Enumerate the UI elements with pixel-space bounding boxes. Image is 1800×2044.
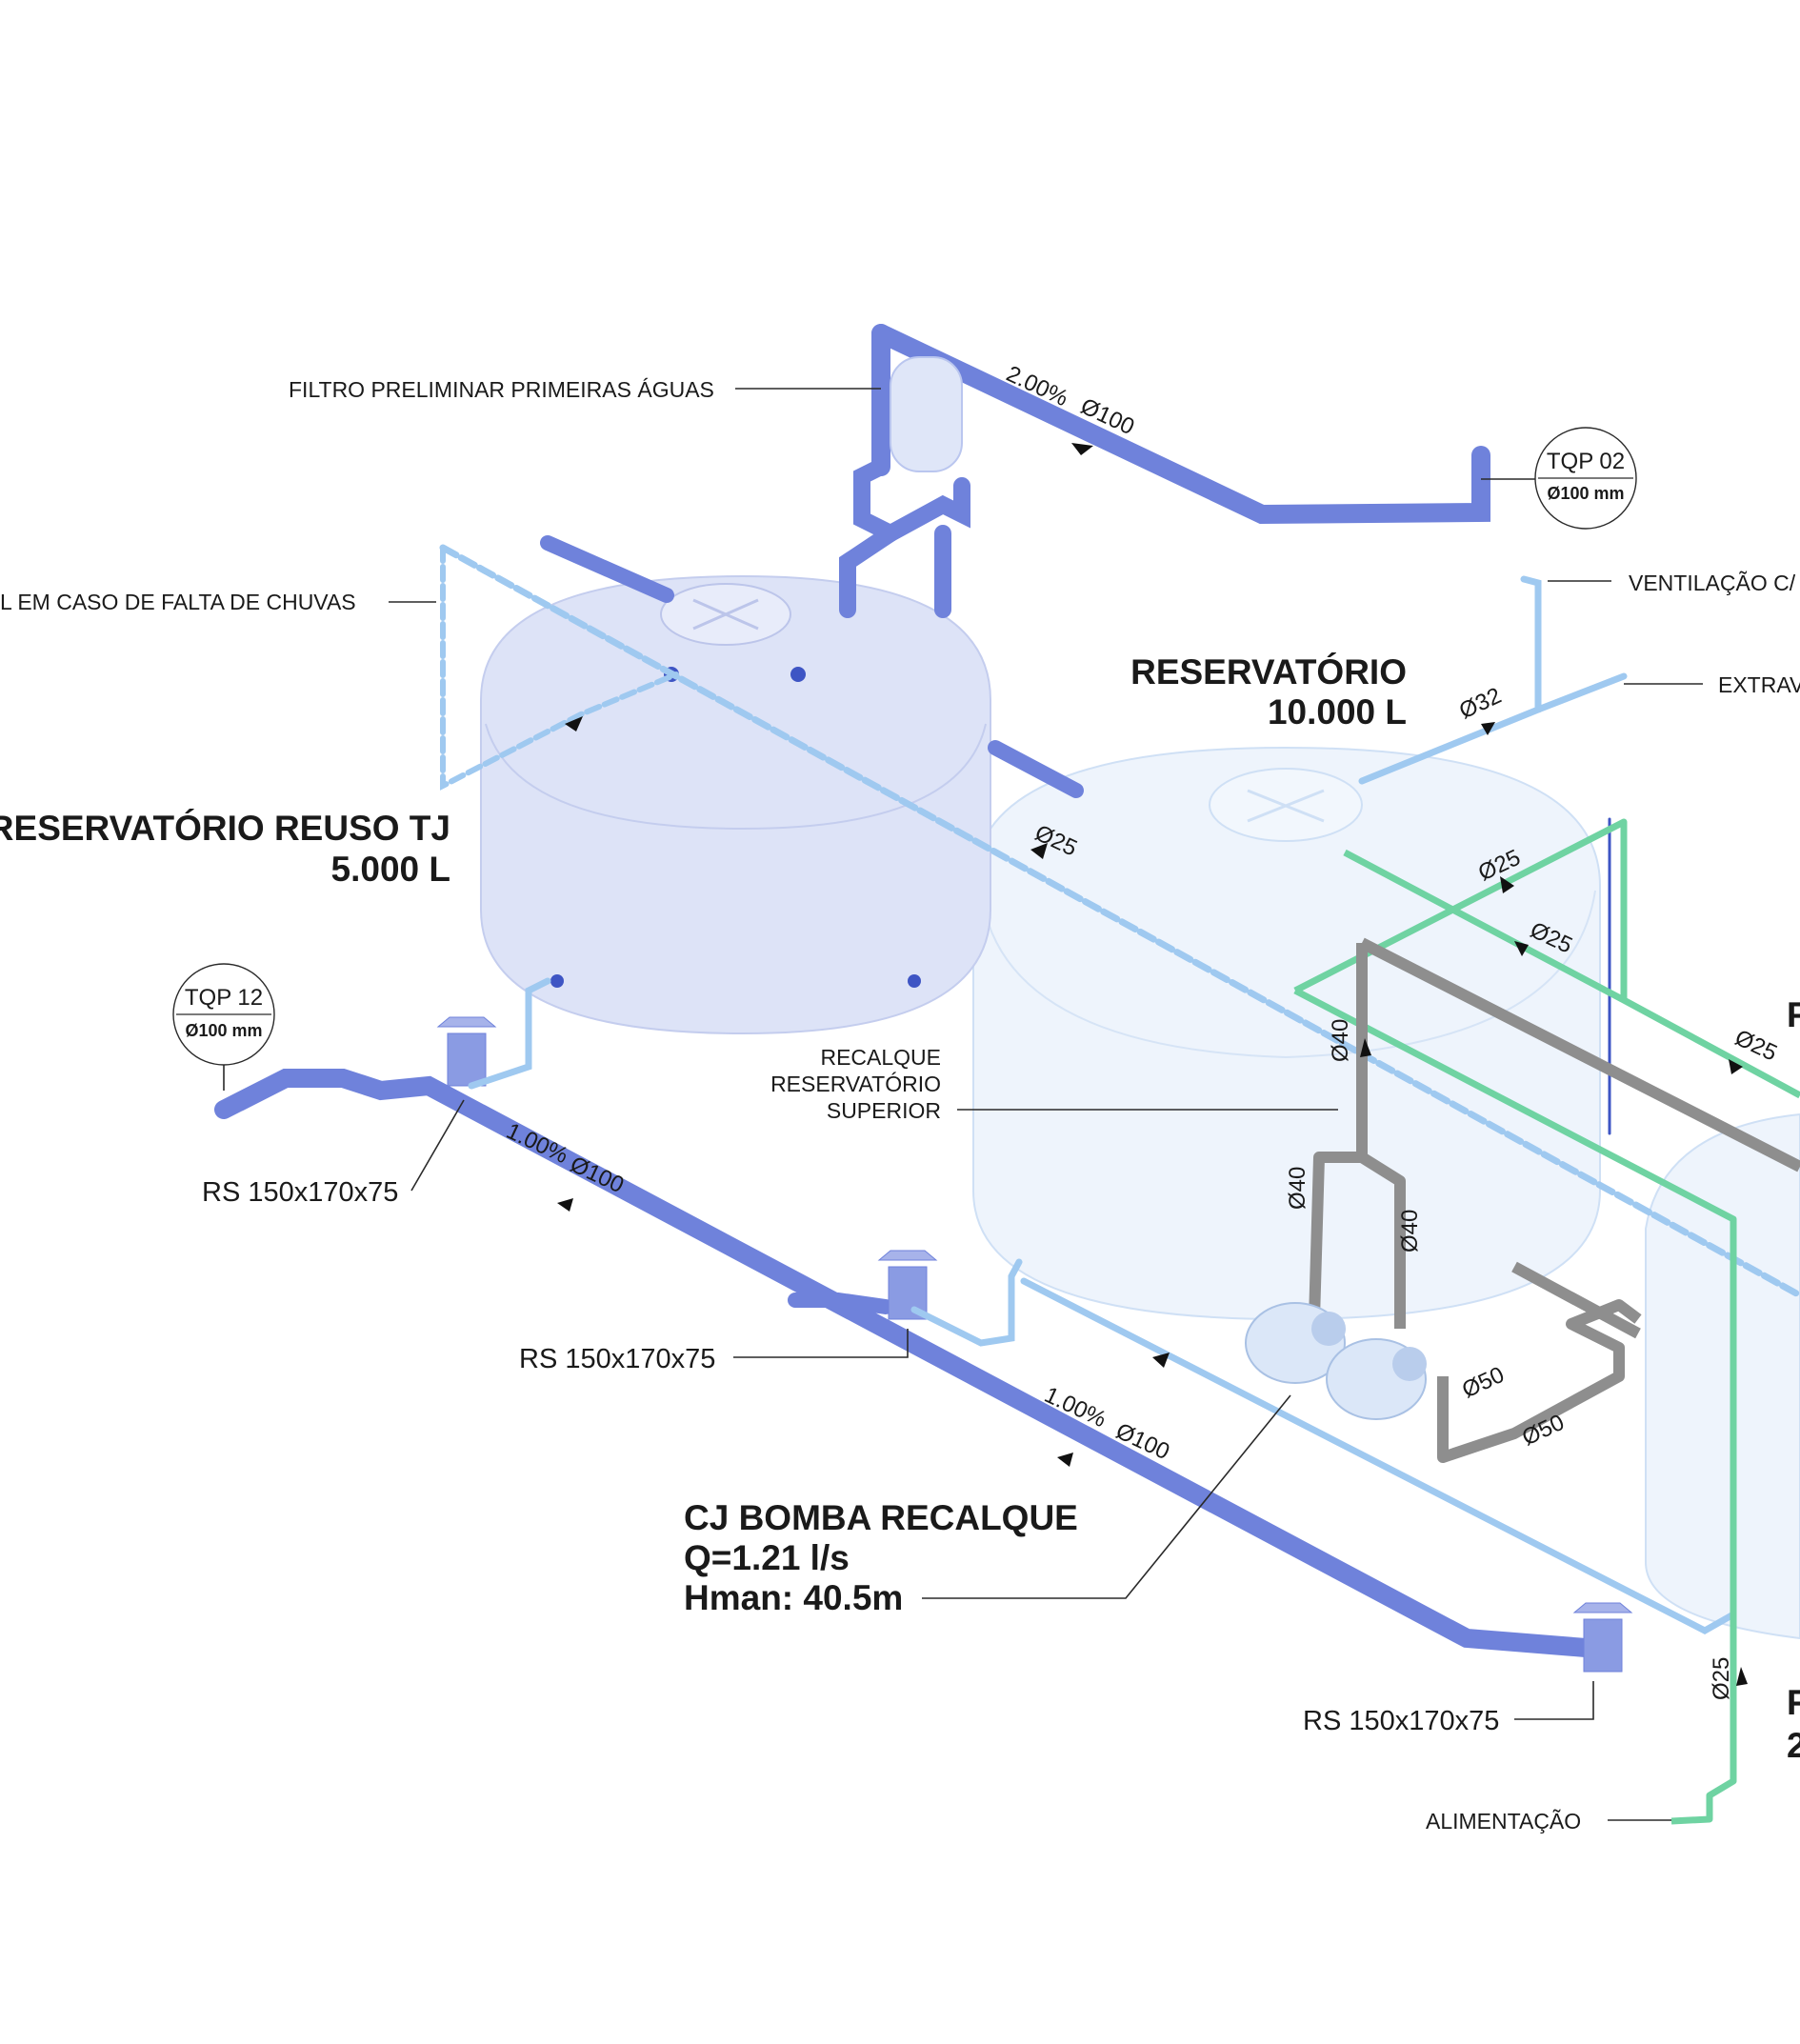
title-reservatorio-10000: RESERVATÓRIO	[1130, 651, 1407, 691]
tank-reuso-5000l	[480, 574, 991, 1035]
label-recalque-2: RESERVATÓRIO	[770, 1072, 941, 1096]
tank-right-partial	[1645, 1112, 1800, 1640]
edge-label-2: F	[1787, 1683, 1800, 1722]
pump-piping	[1309, 937, 1800, 1463]
floor-drain-1	[436, 1016, 497, 1087]
dim-d40-b: Ø40	[1285, 1167, 1310, 1210]
title-bomba: CJ BOMBA RECALQUE	[684, 1498, 1078, 1537]
label-alimentacao: ALIMENTAÇÃO	[1426, 1809, 1581, 1834]
dim-d32: Ø32	[1455, 683, 1506, 725]
label-rs-3: RS 150x170x75	[1303, 1706, 1499, 1736]
label-falta-chuvas: L EM CASO DE FALTA DE CHUVAS	[0, 590, 356, 614]
label-rs-1: RS 150x170x75	[202, 1177, 398, 1208]
tag-tqp-02: TQP 02 Ø100 mm	[1534, 427, 1637, 530]
dim-d50-b: Ø50	[1518, 1410, 1569, 1452]
label-ventilacao: VENTILAÇÃO C/	[1629, 571, 1796, 595]
bomba-hman: Hman: 40.5m	[684, 1578, 903, 1617]
pump-1	[1245, 1302, 1346, 1384]
dim-d50-a: Ø50	[1458, 1362, 1509, 1404]
dim-d40-a: Ø40	[1328, 1019, 1353, 1062]
dim-slope-1: 1.00%	[502, 1118, 571, 1169]
tag-tqp-02-dia: Ø100 mm	[1547, 484, 1624, 503]
label-recalque-1: RECALQUE	[820, 1045, 941, 1070]
volume-reservatorio-10000: 10.000 L	[1268, 692, 1407, 731]
label-rs-2: RS 150x170x75	[519, 1344, 715, 1374]
tag-tqp-12-id: TQP 12	[185, 985, 263, 1011]
label-recalque-3: SUPERIOR	[827, 1098, 941, 1123]
volume-reservatorio-reuso: 5.000 L	[331, 850, 450, 889]
flow-arrows	[557, 443, 1748, 1686]
pump-2	[1326, 1338, 1427, 1420]
edge-label-1: F	[1787, 995, 1800, 1034]
tag-tqp-02-id: TQP 02	[1547, 449, 1625, 474]
floor-drain-3	[1572, 1602, 1633, 1673]
dim-d40-c: Ø40	[1397, 1210, 1423, 1252]
title-reservatorio-reuso: RESERVATÓRIO REUSO TJ	[0, 808, 450, 848]
label-filtro: FILTRO PRELIMINAR PRIMEIRAS ÁGUAS	[289, 377, 714, 402]
dim-d100-1: Ø100	[566, 1152, 628, 1198]
rain-pipe-network	[214, 324, 1595, 1657]
bomba-vazao: Q=1.21 l/s	[684, 1538, 850, 1577]
tag-tqp-12: TQP 12 Ø100 mm	[172, 963, 275, 1066]
tank-10000l	[972, 746, 1601, 1321]
tag-tqp-12-dia: Ø100 mm	[185, 1021, 262, 1040]
cold-water-network	[439, 544, 1800, 1634]
dim-d25-e: Ø25	[1709, 1657, 1734, 1700]
feed-network	[1293, 818, 1800, 1825]
edge-label-3: 2	[1787, 1726, 1800, 1765]
label-extravasor: EXTRAV	[1718, 672, 1800, 697]
